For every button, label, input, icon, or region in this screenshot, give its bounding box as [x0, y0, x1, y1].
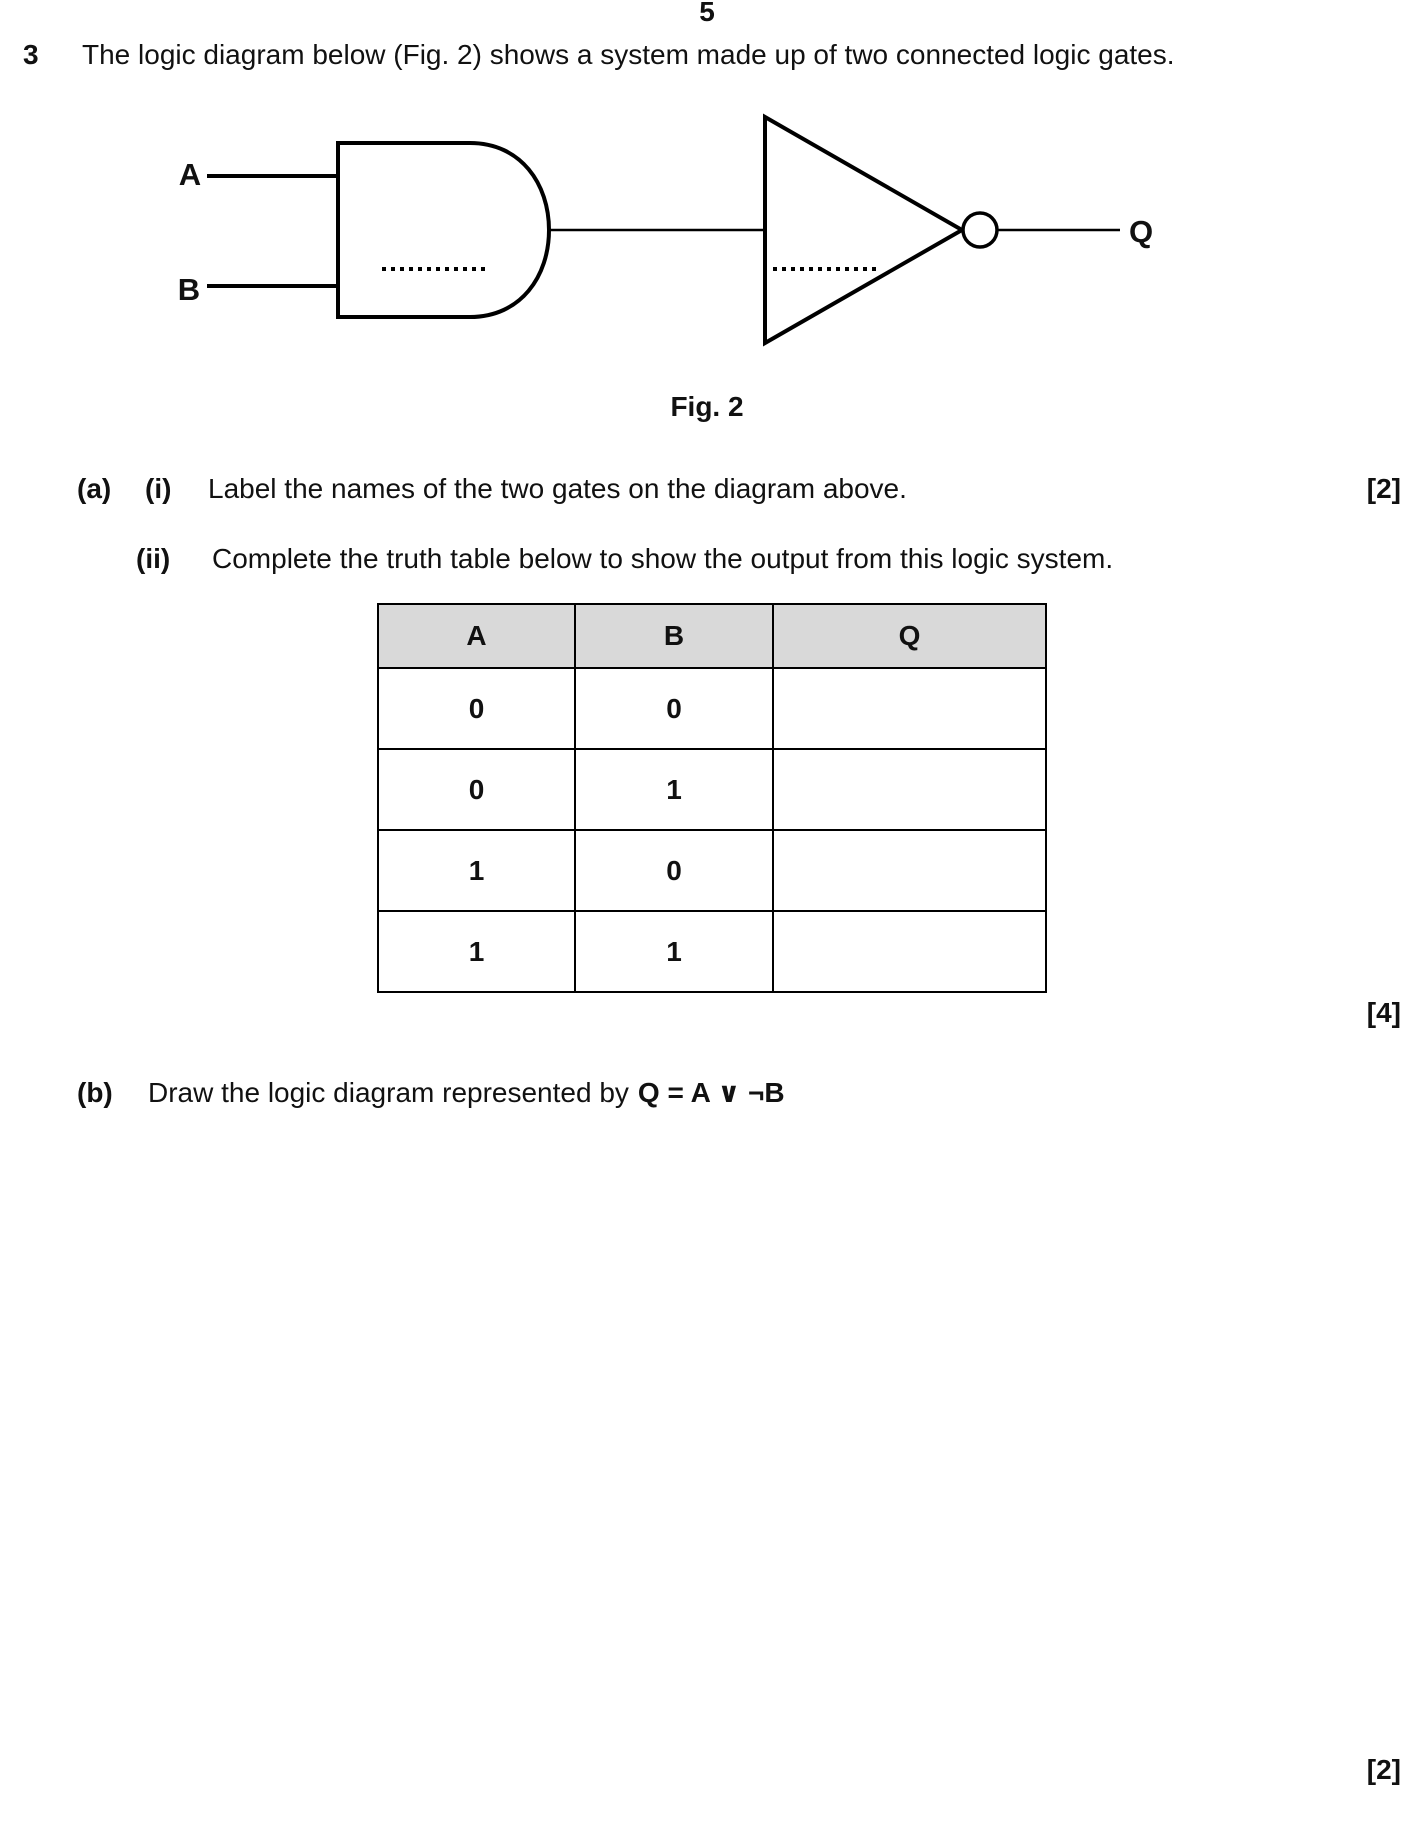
part-a-ii-label: (ii) [136, 543, 171, 574]
truth-table-header-q: Q [772, 603, 1047, 669]
part-b-label: (b) [77, 1077, 113, 1108]
truth-table-row: 0 1 [377, 748, 1047, 831]
part-b-marks: [2] [1366, 1754, 1401, 1785]
truth-table-cell: 0 [377, 667, 576, 750]
figure-caption: Fig. 2 [0, 390, 1414, 424]
truth-table-cell: 1 [377, 829, 576, 912]
question-number: 3 [23, 39, 39, 70]
and-gate-shape [336, 141, 552, 319]
part-a-i-row: (a) (i) Label the names of the two gates… [0, 472, 1414, 506]
page-number: 5 [0, 0, 1414, 29]
input-b-label: B [178, 272, 200, 307]
part-a-label: (a) [77, 473, 112, 504]
question-intro-text: The logic diagram below (Fig. 2) shows a… [82, 39, 1175, 70]
part-a-i-marks: [2] [1366, 473, 1401, 504]
not-gate-shape [763, 113, 967, 347]
truth-table-cell: 0 [574, 829, 774, 912]
truth-table-header-a: A [377, 603, 576, 669]
truth-table-row: 1 0 [377, 829, 1047, 912]
truth-table-row: 1 1 [377, 910, 1047, 993]
part-a-ii-marks-row: [4] [0, 996, 1414, 1030]
truth-table-answer-cell[interactable] [772, 829, 1047, 912]
truth-table-header-b: B [574, 603, 774, 669]
truth-table-row: 0 0 [377, 667, 1047, 750]
figure-caption-text: Fig. 2 [670, 391, 744, 422]
truth-table-header-row: A B Q [377, 603, 1047, 669]
part-b-drawing-area[interactable] [80, 1125, 1330, 1735]
part-b-row: (b) Draw the logic diagram represented b… [0, 1076, 1414, 1110]
truth-table-cell: 1 [574, 748, 774, 831]
page-number-text: 5 [699, 0, 715, 27]
truth-table-answer-cell[interactable] [772, 748, 1047, 831]
part-a-ii-row: (ii) Complete the truth table below to s… [0, 542, 1414, 576]
truth-table-cell: 1 [574, 910, 774, 993]
question-intro-row: 3 The logic diagram below (Fig. 2) shows… [0, 38, 1414, 72]
truth-table: A B Q 0 0 0 1 1 0 1 1 [377, 603, 1047, 993]
truth-table-answer-cell[interactable] [772, 667, 1047, 750]
truth-table-cell: 0 [377, 748, 576, 831]
truth-table-answer-cell[interactable] [772, 910, 1047, 993]
part-b-text-wrap: Draw the logic diagram represented by Q =… [148, 1076, 785, 1110]
truth-table-cell: 0 [574, 667, 774, 750]
logic-diagram: A B Q [178, 113, 1153, 347]
part-b-formula: Q = A ∨ ¬B [637, 1077, 785, 1108]
output-q-label: Q [1129, 214, 1153, 249]
part-b-text: Draw the logic diagram represented by [148, 1077, 629, 1108]
part-a-ii-text: Complete the truth table below to show t… [212, 543, 1114, 574]
part-a-i-text: Label the names of the two gates on the … [208, 473, 907, 504]
inverter-bubble [961, 211, 999, 249]
part-a-i-label: (i) [145, 473, 172, 504]
truth-table-cell: 1 [377, 910, 576, 993]
part-a-ii-marks: [4] [1366, 997, 1401, 1028]
part-b-marks-row: [2] [0, 1753, 1414, 1787]
input-a-label: A [179, 157, 201, 192]
